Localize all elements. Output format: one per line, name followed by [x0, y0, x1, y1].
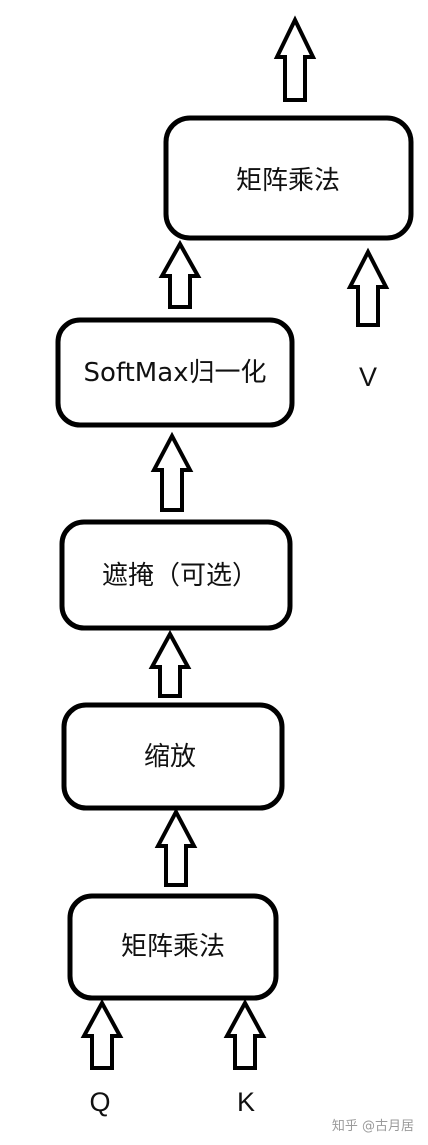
k-label: K: [237, 1087, 255, 1117]
matmul-top-box: 矩阵乘法: [163, 115, 414, 241]
matmul-bottom-label: 矩阵乘法: [121, 932, 225, 962]
matmul-bottom-box: 矩阵乘法: [67, 893, 279, 1001]
output-arrow: [273, 15, 317, 102]
matmul-top-label: 矩阵乘法: [236, 166, 340, 196]
softmax-label: SoftMax归一化: [83, 358, 266, 388]
arrow-mask-to-softmax: [150, 431, 194, 512]
scale-box: 缩放: [61, 702, 285, 811]
watermark-text: 知乎 @古月居: [332, 1118, 414, 1134]
mask-label: 遮掩（可选）: [102, 561, 258, 591]
v-input-arrow: [346, 247, 390, 327]
arrow-softmax-to-matmul: [158, 239, 202, 309]
q-label: Q: [89, 1087, 110, 1117]
q-input-arrow: [80, 998, 124, 1070]
arrow-scale-to-mask: [148, 629, 192, 698]
mask-box: 遮掩（可选）: [59, 519, 293, 631]
softmax-box: SoftMax归一化: [55, 317, 295, 428]
scale-label: 缩放: [144, 742, 196, 772]
arrow-matmul-to-scale: [154, 807, 198, 887]
k-input-arrow: [223, 998, 267, 1070]
v-label: V: [359, 362, 377, 392]
